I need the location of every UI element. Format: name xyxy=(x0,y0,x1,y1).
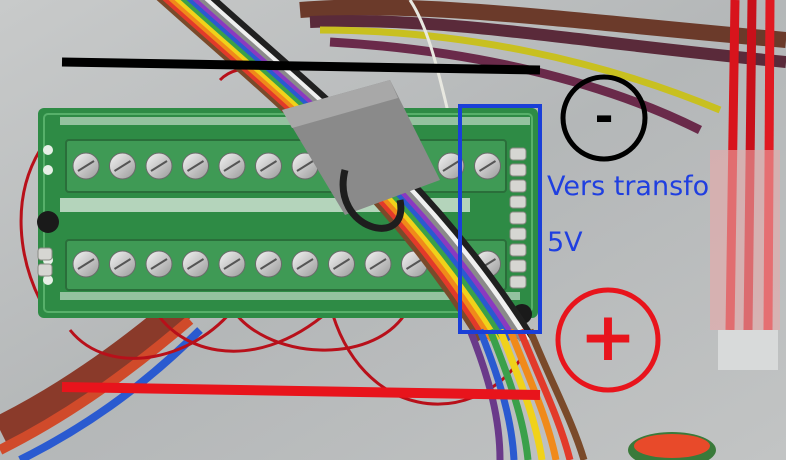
annotation-text-line-1: Vers transfo xyxy=(547,171,710,202)
screw-slot xyxy=(478,160,497,172)
minus-symbol: - xyxy=(594,89,614,143)
negative-line xyxy=(61,57,541,75)
positive-line xyxy=(61,382,541,400)
screw-slot xyxy=(113,258,132,270)
screw-slot xyxy=(296,160,314,172)
screw-slot xyxy=(442,160,460,172)
grey-cable-clip xyxy=(282,80,440,232)
terminal-block-bottom xyxy=(65,239,507,291)
screw-slot xyxy=(223,258,241,270)
screw-slot xyxy=(77,160,95,172)
screw-slot xyxy=(223,160,241,172)
screw-slot xyxy=(259,160,278,172)
plus-circle xyxy=(555,287,661,393)
screw-slot xyxy=(186,258,205,270)
screw-slot xyxy=(405,258,424,270)
screw-slot xyxy=(77,258,95,270)
minus-circle xyxy=(560,74,648,162)
annotation-text-line-2: 5V xyxy=(547,227,583,258)
mounting-screw xyxy=(37,211,59,233)
screw-slot xyxy=(113,160,132,172)
screw-slot xyxy=(150,160,168,172)
ribbon-connector xyxy=(628,432,716,460)
plus-symbol: + xyxy=(579,298,637,377)
screw-slot xyxy=(259,258,278,270)
right-red-wires xyxy=(710,0,780,370)
screw-slot xyxy=(296,258,314,270)
header-pins xyxy=(37,147,527,289)
screw-slot xyxy=(332,258,351,270)
screw-slot xyxy=(369,258,387,270)
screw-slot xyxy=(186,160,205,172)
screw-slot xyxy=(150,258,168,270)
highlight-box xyxy=(458,104,542,334)
